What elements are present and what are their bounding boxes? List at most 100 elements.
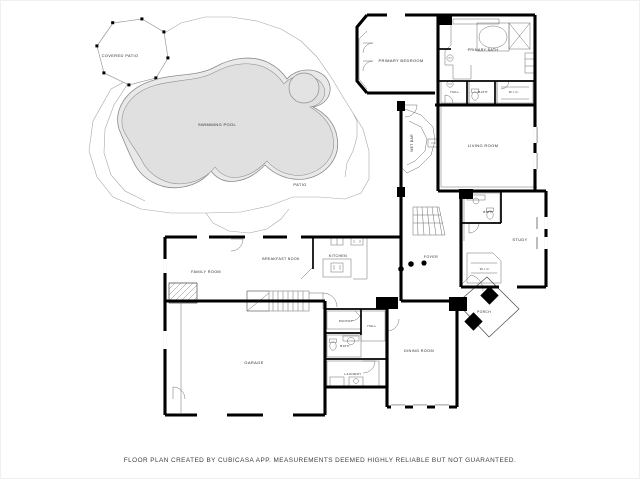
primary-bedroom-bay (358, 30, 368, 90)
patio-outline-group (88, 16, 370, 234)
bath-primary-toilet (471, 91, 479, 101)
label-porch: PORCH (477, 310, 491, 314)
label-bath-rear: BATH (340, 344, 349, 348)
exterior-walls (163, 13, 548, 417)
bedroom-bay-door-1 (362, 42, 374, 54)
foyer-column-3 (421, 260, 427, 266)
study-bath-toilet (486, 210, 494, 220)
kitchen-counter-right (353, 247, 368, 280)
foyer-column-1 (398, 266, 404, 272)
dining-hall-door (386, 318, 400, 332)
covered-patio-outline (96, 18, 169, 86)
foyer-column-2 (408, 261, 414, 267)
footer-disclaimer: FLOOR PLAN CREATED BY CUBICASA APP. MEAS… (123, 457, 517, 464)
covered-patio-structure (95, 17, 170, 87)
patio-lower-bulge (205, 208, 290, 234)
wet-bar-shape (400, 108, 436, 174)
pier-wetbar-top (397, 101, 405, 111)
label-bath-primary: BATH (478, 90, 487, 94)
patio-boundary (88, 16, 370, 214)
rear-bath-toilet (329, 341, 337, 351)
family-room-fireplace (168, 282, 198, 304)
primary-shower-x (508, 22, 531, 50)
primary-bath-partition (444, 21, 454, 79)
label-family-room: FAMILY ROOM (191, 270, 221, 274)
laundry-washer (329, 376, 345, 387)
wall-bedroom-bay (355, 14, 369, 94)
structural-piers (376, 15, 499, 331)
study-bath-sink (472, 197, 480, 205)
wall-openings (163, 13, 548, 417)
primary-tub (478, 25, 508, 49)
label-wet-bar: WET BAR (410, 134, 414, 152)
wet-bar-door (404, 104, 418, 118)
porch-column-2 (464, 312, 483, 331)
primary-tub-deck (476, 22, 510, 52)
wic-primary-door (500, 80, 510, 90)
label-garage: GARAGE (244, 360, 263, 365)
breakfast-nook-angle (300, 237, 314, 280)
patio-right-notch (344, 112, 358, 178)
wic-primary-shelf (501, 86, 529, 100)
study-bath-door (468, 222, 480, 234)
label-kitchen: KITCHEN (329, 254, 347, 258)
porch-column-1 (480, 286, 499, 305)
label-primary-bedroom: PRIMARY BEDROOM (378, 58, 423, 63)
rear-bath-room (326, 334, 362, 358)
primary-bath-wall-b (453, 65, 472, 80)
room-labels: COVERED PATIO SWIMMING POOL PATIO PRIMAR… (102, 48, 528, 376)
label-foyer: FOYER (424, 255, 438, 259)
pier-dining-ne (449, 297, 467, 311)
label-dining-room: DINING ROOM (404, 349, 434, 353)
swimming-pool-group (117, 57, 339, 189)
primary-shower (508, 22, 531, 50)
rear-bath-tank (329, 338, 337, 343)
label-living-room: LIVING ROOM (468, 143, 499, 148)
label-hall-primary: HALL (450, 90, 459, 94)
pool-spa (288, 72, 320, 104)
primary-linen-closet (524, 52, 535, 74)
wet-bar-inner (406, 120, 428, 166)
label-wic-primary: W.I.C. (509, 90, 520, 94)
living-room-inner (440, 105, 537, 188)
rear-bath-vanity (342, 335, 360, 342)
hall-primary-door (444, 94, 454, 104)
label-bath-study: BATH (483, 210, 492, 214)
pier-dining-nw (376, 297, 398, 309)
label-wic-study: W.I.C. (480, 267, 491, 271)
bedroom-bay-door-2 (362, 60, 374, 72)
label-swimming-pool: SWIMMING POOL (198, 122, 237, 127)
kitchen-island-cooktop (330, 262, 344, 273)
interior-walls (312, 48, 535, 388)
pier-primary-bath-nw (438, 15, 452, 25)
primary-vanity (452, 18, 500, 25)
covered-patio-posts (95, 17, 170, 87)
label-primary-bath: PRIMARY BATH (468, 48, 499, 52)
label-patio: PATIO (293, 182, 306, 187)
label-covered-patio: COVERED PATIO (102, 53, 139, 58)
primary-sink-1 (446, 54, 454, 62)
study-wic-shelf (471, 262, 497, 274)
pool-water (121, 63, 334, 185)
pier-bath-study (459, 189, 473, 199)
foyer-curved-stair (412, 206, 446, 236)
bath-primary-tank (471, 88, 479, 93)
fireplace-hatch (168, 282, 198, 304)
pier-foyer-left (397, 187, 405, 197)
kitchen-island (322, 258, 352, 278)
label-breakfast-nook: BREAKFAST NOOK (262, 257, 300, 261)
laundry-dryer-dial (353, 378, 359, 384)
study-wic-shape (466, 252, 502, 284)
patio-inner-curve (103, 73, 146, 202)
garage-person-door (172, 386, 186, 400)
primary-linen-shelf (525, 58, 534, 67)
family-room-patio-door (230, 238, 244, 252)
kitchen-range-mark (353, 240, 361, 243)
main-stair-door (322, 292, 338, 308)
kitchen-island-burners (333, 265, 341, 270)
study-bath-tank (486, 207, 494, 212)
kitchen-range (350, 237, 364, 246)
laundry-door (362, 360, 376, 374)
